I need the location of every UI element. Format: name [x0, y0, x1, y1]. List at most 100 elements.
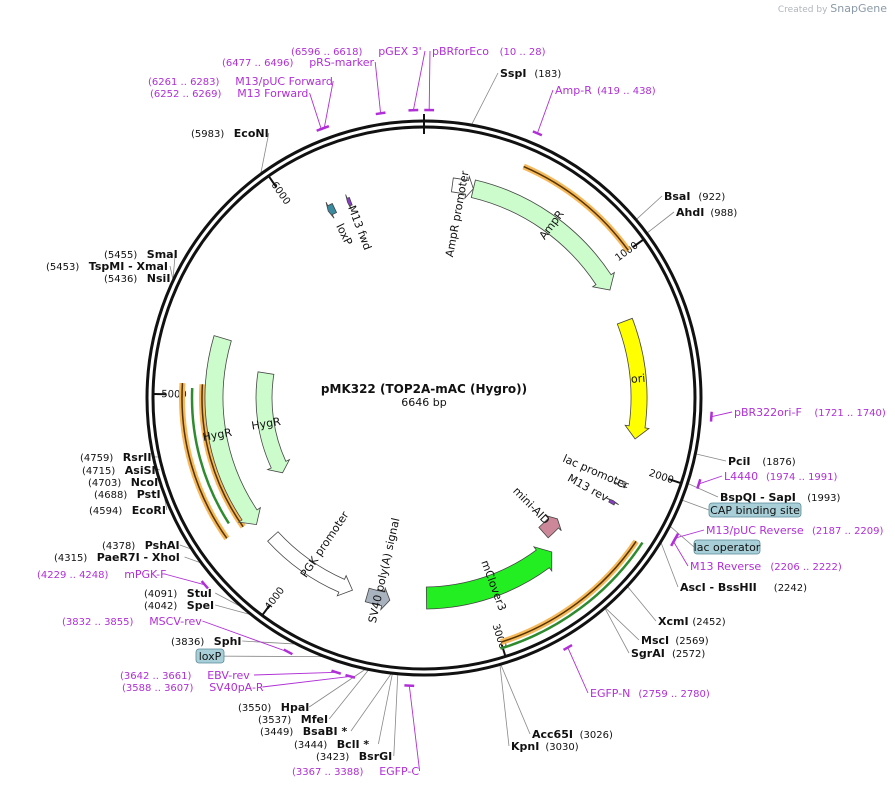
selection-arc-core-2 [181, 382, 228, 539]
site-name-kpni[interactable]: KpnI [511, 740, 539, 753]
site-name-hpai[interactable]: HpaI [281, 701, 310, 714]
primer-range-m13-puc-reverse: (2187 .. 2209) [812, 526, 884, 537]
feature-arrow-hygr-inner[interactable] [255, 371, 291, 474]
feature-label-hygr: HygR [202, 426, 234, 444]
feature-label-sv40-poly-a-signal: SV40 poly(A) signal [366, 517, 403, 625]
primer-name-prs-marker[interactable]: pRS-marker [309, 56, 374, 69]
site-leader-smai [172, 253, 176, 279]
site-name-pshai[interactable]: PshAI [145, 539, 180, 552]
site-name-xcmi[interactable]: XcmI [658, 615, 689, 628]
primer-name-sv40pa-r[interactable]: SV40pA-R [209, 681, 264, 694]
site-name-bcli[interactable]: BclI * [337, 738, 370, 751]
site-pos-kpni: (3030) [545, 742, 578, 753]
site-leader-mfei [328, 670, 369, 720]
site-name-ecori[interactable]: EcoRI [132, 504, 166, 517]
site-leader-acc65i [500, 664, 531, 735]
feature-arrow-m13-fwd[interactable] [345, 194, 353, 210]
site-pos-spei: (4042) [144, 601, 177, 612]
primer-range-sv40pa-r: (3588 .. 3607) [122, 683, 194, 694]
feature-arrow-lac-promoter[interactable] [614, 479, 628, 489]
primer-name-ebv-rev[interactable]: EBV-rev [207, 669, 250, 682]
primer-range-ebv-rev: (3642 .. 3661) [120, 671, 192, 682]
site-pos-psti: (4688) [94, 490, 127, 501]
site-leader-bsai [636, 195, 663, 220]
site-name-bsrgi[interactable]: BsrGI [359, 750, 392, 763]
site-name-rsrii[interactable]: RsrII [123, 451, 152, 464]
site-name-sspi[interactable]: SspI [500, 67, 526, 80]
site-pos-bsabi: (3449) [260, 727, 293, 738]
site-name-bspqi-sapi[interactable]: BspQI - SapI [720, 491, 796, 504]
primer-range-egfp-c: (3367 .. 3388) [292, 767, 364, 778]
site-pos-bsrgi: (3423) [316, 752, 349, 763]
primer-name-m13-forward[interactable]: M13 Forward [237, 87, 308, 100]
site-pos-asisi: (4715) [82, 466, 115, 477]
feature-arrow-hygr[interactable] [204, 335, 261, 526]
primer-name-mscv-rev[interactable]: MSCV-rev [149, 615, 202, 628]
box-leader-lac-operator [670, 526, 695, 548]
feature-arrow-loxp[interactable] [325, 201, 338, 219]
feature-arrow-mini-aid[interactable] [538, 515, 562, 539]
feature-arrow-ori[interactable] [616, 317, 650, 440]
site-name-msci[interactable]: MscI [641, 634, 669, 647]
site-name-tspmi-xmai[interactable]: TspMI - XmaI [89, 260, 168, 273]
feature-label-ampr-promoter: AmpR promoter [443, 169, 472, 258]
site-name-bsabi[interactable]: BsaBI * [303, 725, 348, 738]
primer-range-m13-reverse: (2206 .. 2222) [770, 562, 842, 573]
primer-name-m13-reverse[interactable]: M13 Reverse [690, 560, 761, 573]
feature-arrow-sv40-poly-a-signal[interactable] [364, 586, 391, 611]
box-cap-binding-site[interactable] [708, 502, 802, 518]
site-pos-bspqi-sapi: (1993) [807, 493, 840, 504]
primer-name-m13-puc-reverse[interactable]: M13/pUC Reverse [706, 524, 804, 537]
site-name-asci-bsshii[interactable]: AscI - BssHII [680, 581, 757, 594]
primer-name-pbr322ori-f[interactable]: pBR322ori-F [734, 406, 802, 419]
site-name-ncoi[interactable]: NcoI [131, 476, 158, 489]
site-name-asisi[interactable]: AsiSI [125, 464, 156, 477]
snapgene-credit: Created by SnapGene [778, 2, 887, 15]
feature-arrow-m13-rev[interactable] [606, 497, 619, 506]
primer-name-m13-puc-forward[interactable]: M13/pUC Forward [235, 75, 333, 88]
site-name-spei[interactable]: SpeI [187, 599, 214, 612]
site-name-stui[interactable]: StuI [187, 587, 212, 600]
site-pos-tspmi-xmai: (5453) [46, 262, 79, 273]
primer-name-egfp-n[interactable]: EGFP-N [590, 687, 630, 700]
site-name-psti[interactable]: PstI [137, 488, 161, 501]
site-name-sgrai[interactable]: SgrAI [631, 647, 665, 660]
tick-mark-1000 [632, 239, 644, 248]
site-pos-sgrai: (2572) [672, 649, 705, 660]
box-loxp[interactable] [195, 648, 225, 664]
site-name-paer7i-xhoi[interactable]: PaeR7I - XhoI [97, 551, 180, 564]
site-name-acc65i[interactable]: Acc65I [532, 728, 573, 741]
primer-leader-egfp-n [567, 647, 589, 694]
primer-name-mpgk-f[interactable]: mPGK-F [124, 568, 166, 581]
site-pos-bcli: (3444) [294, 740, 327, 751]
primer-name-l4440[interactable]: L4440 [724, 470, 758, 483]
site-leader-kpni [499, 665, 510, 747]
site-pos-sphi: (3836) [171, 637, 204, 648]
plasmid-length: 6646 bp [401, 396, 446, 409]
feature-arrow-ampr[interactable] [470, 179, 615, 291]
primer-name-egfp-c[interactable]: EGFP-C [379, 765, 419, 778]
primer-name-pgex-3[interactable]: pGEX 3' [378, 45, 422, 58]
site-name-bsai[interactable]: BsaI [664, 190, 690, 203]
box-lac-operator[interactable] [693, 539, 761, 555]
site-name-nsii[interactable]: NsiI [147, 272, 171, 285]
site-pos-ecori: (4594) [89, 506, 122, 517]
site-name-ahdi[interactable]: AhdI [676, 206, 704, 219]
primer-leader-m13-puc-forward [323, 80, 334, 128]
tick-mark-3000 [500, 643, 507, 656]
feature-arrow-pgk-promoter[interactable] [267, 531, 354, 597]
credit-text: Created by [777, 5, 828, 15]
site-name-pcii[interactable]: PciI [728, 455, 750, 468]
feature-arrow-ampr-promoter[interactable] [451, 175, 474, 200]
primer-leader-sv40pa-r [262, 675, 351, 688]
site-name-sphi[interactable]: SphI [214, 635, 242, 648]
tick-label-2000: 2000 [647, 468, 675, 486]
site-name-mfei[interactable]: MfeI [301, 713, 328, 726]
site-name-econi[interactable]: EcoNI [234, 127, 269, 140]
primer-name-pbrforeco[interactable]: pBRforEco [432, 45, 489, 58]
features [179, 108, 713, 688]
primer-leader-m13-reverse [673, 541, 689, 567]
site-name-smai[interactable]: SmaI [147, 248, 178, 261]
primer-name-amp-r[interactable]: Amp-R [555, 84, 592, 97]
feature-arrow-mclover3[interactable] [425, 546, 553, 610]
